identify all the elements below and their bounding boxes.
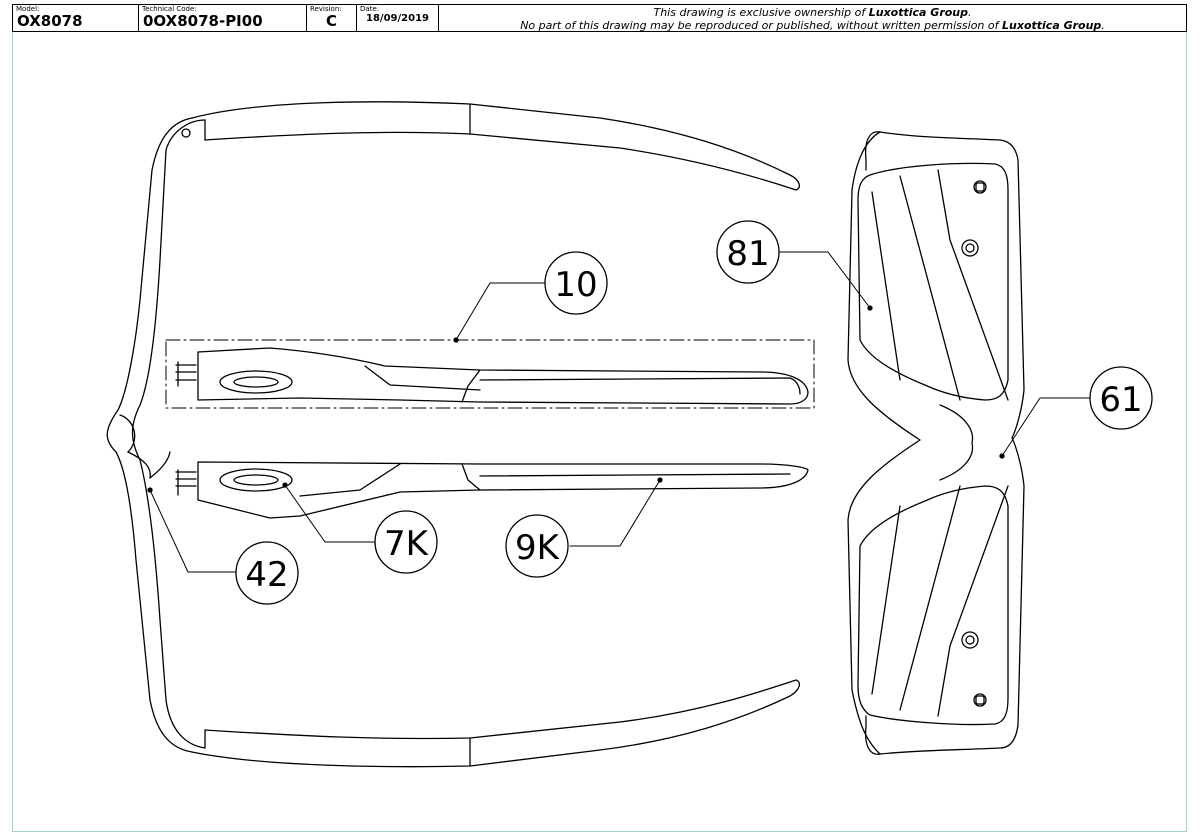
- drawing-frame: [12, 32, 1187, 832]
- revision-caption: Revision:: [310, 5, 342, 13]
- model-caption: Model:: [16, 5, 40, 13]
- front-view-frame: [847, 131, 1025, 755]
- lens-lower: [857, 485, 1009, 726]
- callout-42-label: 42: [245, 555, 288, 595]
- callout-81: 81: [716, 220, 873, 311]
- temple-logo-icon-lower: [219, 468, 293, 492]
- temple-assembly-upper: [165, 339, 815, 409]
- revision-cell: Revision: C: [307, 5, 357, 31]
- callout-9k-label: 9K: [515, 528, 561, 568]
- notice-line-2-end: .: [1101, 19, 1105, 32]
- notice-line-1: This drawing is exclusive ownership of L…: [439, 6, 1186, 19]
- notice-line-1-company: Luxottica Group: [868, 6, 969, 19]
- callout-42: 42: [147, 487, 299, 605]
- top-view-frame: [106, 101, 801, 768]
- callout-61: 61: [999, 366, 1153, 459]
- callout-10: 10: [453, 251, 608, 343]
- date-caption: Date:: [360, 5, 380, 13]
- technical-code-cell: Technical Code: 0OX8078-PI00: [139, 5, 307, 31]
- notice-line-2: No part of this drawing may be reproduce…: [439, 19, 1186, 32]
- screw-icon-4: [973, 693, 987, 707]
- notice-line-2-text: No part of this drawing may be reproduce…: [520, 19, 1003, 32]
- date-value: 18/09/2019: [366, 13, 429, 24]
- notice-line-1-text: This drawing is exclusive ownership of: [653, 6, 869, 19]
- notice-line-1-end: .: [968, 6, 972, 19]
- technical-code-value: 0OX8078-PI00: [143, 12, 263, 30]
- hinge-screw-icon: [181, 128, 191, 138]
- date-cell: Date: 18/09/2019: [357, 5, 439, 31]
- model-value: OX8078: [17, 12, 83, 30]
- model-cell: Model: OX8078: [13, 5, 139, 31]
- temple-logo-icon: [219, 370, 293, 394]
- callout-7k-label: 7K: [384, 524, 430, 564]
- callout-81-label: 81: [726, 234, 769, 274]
- screw-icon: [973, 180, 987, 194]
- callout-7k: 7K: [282, 482, 438, 574]
- callout-10-label: 10: [554, 265, 597, 305]
- revision-value: C: [325, 12, 337, 30]
- notice-line-2-company: Luxottica Group: [1002, 19, 1102, 32]
- technical-code-caption: Technical Code:: [142, 5, 197, 13]
- temple-assembly-lower: [175, 461, 809, 519]
- screw-icon-3: [961, 631, 979, 649]
- temple-assembly-boundary: [165, 339, 815, 409]
- lens-upper: [857, 162, 1009, 401]
- screw-icon-2: [961, 239, 979, 257]
- ownership-notice: This drawing is exclusive ownership of L…: [439, 6, 1186, 32]
- title-block: Model: OX8078 Technical Code: 0OX8078-PI…: [12, 4, 1187, 32]
- callout-9k: 9K: [505, 477, 663, 578]
- callout-61-label: 61: [1099, 380, 1142, 420]
